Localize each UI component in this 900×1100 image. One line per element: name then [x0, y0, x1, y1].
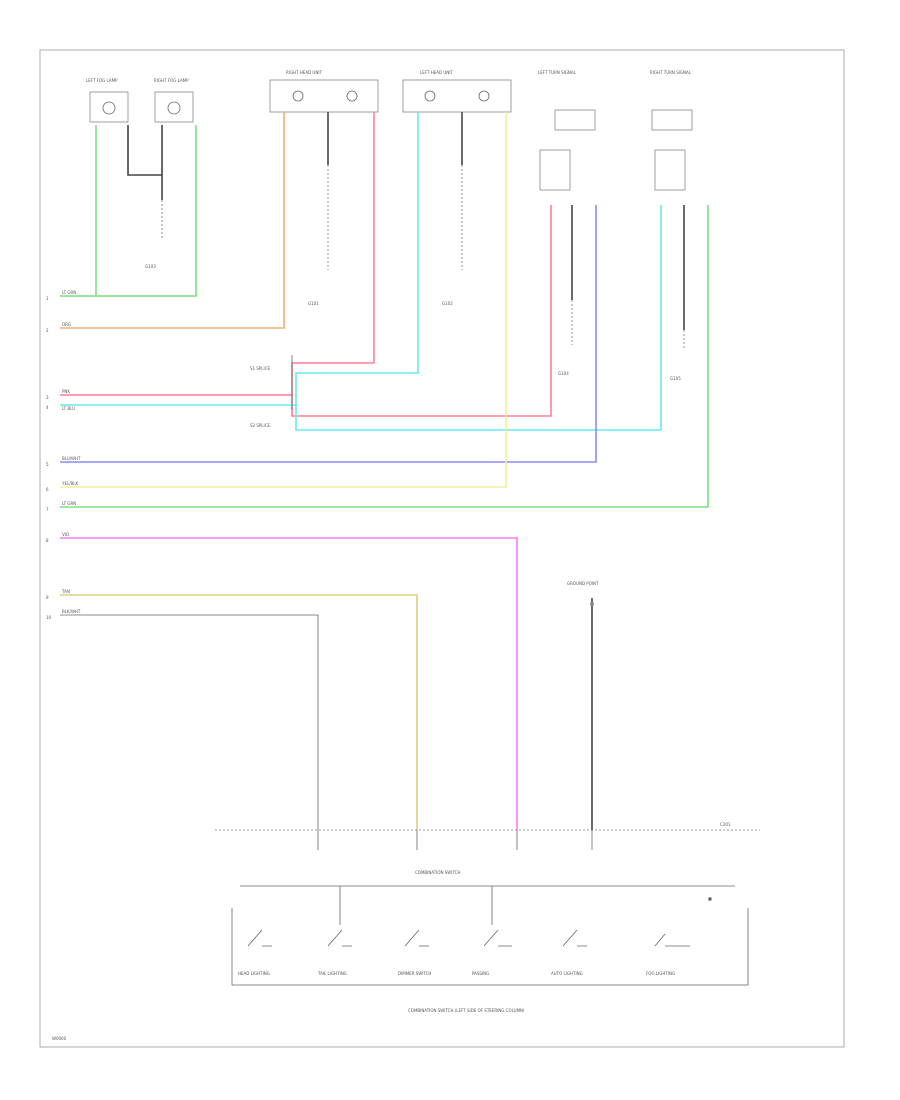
- pin-8: 8: [46, 538, 49, 543]
- wire-lt-blue: [60, 112, 662, 431]
- svg-text:FOG LIGHTING: FOG LIGHTING: [646, 971, 675, 976]
- pin-7: 7: [46, 507, 49, 512]
- ground-point-terminal: [590, 602, 594, 606]
- svg-text:LEFT TURN SIGNAL: LEFT TURN SIGNAL: [538, 70, 577, 75]
- switch-passing: PASSING: [472, 929, 512, 976]
- wire-lt-green-fog: [60, 125, 197, 297]
- right-head-unit: RIGHT HEAD UNIT: [269, 70, 379, 113]
- ground-label-fog: G103: [145, 264, 156, 269]
- wire-label-10: BLK/WHT: [62, 609, 81, 614]
- svg-text:RIGHT TURN SIGNAL: RIGHT TURN SIGNAL: [650, 70, 692, 75]
- connector-bar-label: C201: [720, 822, 731, 827]
- svg-text:PASSING: PASSING: [472, 971, 489, 976]
- svg-text:AUTO LIGHTING: AUTO LIGHTING: [551, 971, 583, 976]
- wire-lt-green-turn: [60, 205, 709, 508]
- wire-label-9: TAN: [61, 589, 70, 594]
- pin-4: 4: [46, 405, 49, 410]
- pin-6: 6: [46, 487, 49, 492]
- switch-auto-lighting: AUTO LIGHTING: [551, 929, 587, 976]
- left-fog-lamp: LEFT FOG LAMP: [86, 78, 129, 123]
- right-turn-unit: RIGHT TURN SIGNAL: [650, 70, 693, 191]
- pin-10: 10: [46, 615, 52, 620]
- ground-point-label: GROUND POINT: [567, 581, 599, 586]
- splice-a-label: S1 SPLICE: [250, 366, 271, 371]
- pin-9: 9: [46, 595, 49, 600]
- wire-orange: [60, 112, 285, 329]
- svg-text:HEAD LIGHTING: HEAD LIGHTING: [238, 971, 270, 976]
- wire-pink: [60, 112, 552, 417]
- svg-text:TAIL LIGHTING: TAIL LIGHTING: [317, 971, 347, 976]
- wire-blue: [60, 205, 597, 463]
- switch-fog-lighting: FOG LIGHTING: [646, 933, 690, 976]
- wire-label-7: LT GRN: [62, 501, 76, 506]
- svg-text:LEFT HEAD UNIT: LEFT HEAD UNIT: [420, 70, 453, 75]
- wire-label-1: LT GRN: [62, 290, 76, 295]
- wire-violet: [60, 537, 518, 830]
- wire-label-4: LT BLU: [62, 406, 75, 411]
- pin-2: 2: [46, 328, 49, 333]
- left-head-unit: LEFT HEAD UNIT: [402, 70, 512, 113]
- ground-label-right-head: G101: [308, 301, 319, 306]
- pin-5: 5: [46, 462, 49, 467]
- svg-text:DIMMER SWITCH: DIMMER SWITCH: [398, 971, 431, 976]
- wire-tan: [60, 594, 418, 830]
- wire-yellow: [60, 112, 507, 488]
- wire-label-8: VIO: [62, 532, 69, 537]
- pin-1: 1: [46, 296, 49, 301]
- switch-head-lighting: HEAD LIGHTING: [238, 929, 272, 976]
- svg-text:RIGHT FOG LAMP: RIGHT FOG LAMP: [154, 78, 189, 83]
- wire-black-white: [60, 614, 319, 830]
- ground-label-left-head: G102: [442, 301, 453, 306]
- switch-module-box: [231, 908, 749, 986]
- wire-label-5: BLU/WHT: [62, 456, 81, 461]
- wire-label-6: YEL/BLK: [61, 481, 79, 486]
- splice-b-label: S2 SPLICE: [250, 423, 271, 428]
- ground-label-left-turn: G104: [558, 371, 569, 376]
- switch-module-label: COMBINATION SWITCH: [415, 870, 460, 875]
- wire-label-2: ORG: [62, 322, 71, 327]
- fog-ground-wire: [127, 125, 163, 200]
- diagram-frame: [39, 49, 845, 1048]
- switch-dimmer: DIMMER SWITCH: [398, 929, 431, 976]
- footer-code: W0000: [52, 1036, 67, 1041]
- wire-label-3: PNK: [62, 389, 70, 394]
- left-turn-unit: LEFT TURN SIGNAL: [538, 70, 596, 191]
- svg-text:LEFT FOG LAMP: LEFT FOG LAMP: [86, 78, 118, 83]
- switch-tail-lighting: TAIL LIGHTING: [317, 929, 352, 976]
- right-fog-lamp: RIGHT FOG LAMP: [154, 78, 194, 123]
- connector-drops: [317, 830, 593, 850]
- switch-module-marker: ■: [708, 896, 712, 901]
- ground-label-right-turn: G105: [670, 376, 681, 381]
- switch-bus-drops: [339, 886, 493, 925]
- pin-3: 3: [46, 395, 49, 400]
- switch-caption: COMBINATION SWITCH (LEFT SIDE OF STEERIN…: [408, 1008, 525, 1013]
- svg-text:RIGHT HEAD UNIT: RIGHT HEAD UNIT: [286, 70, 323, 75]
